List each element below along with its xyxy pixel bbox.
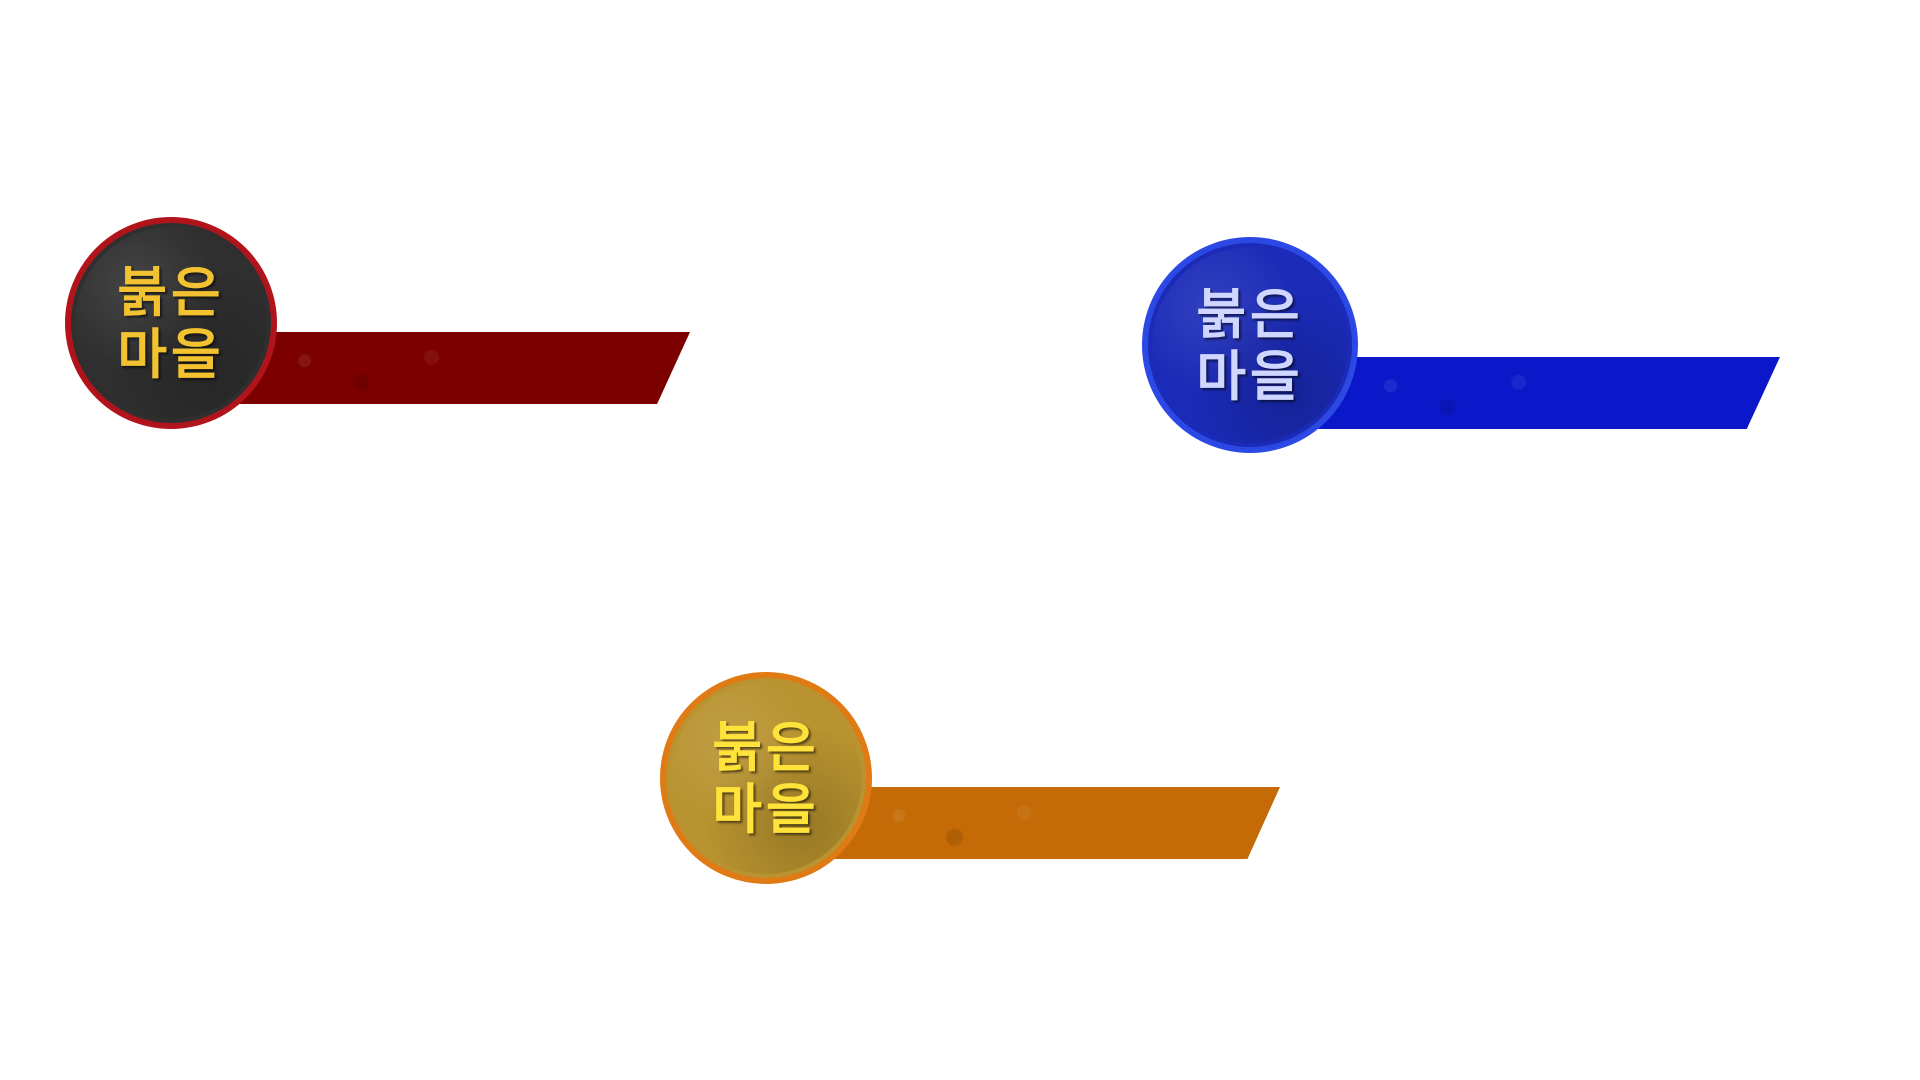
emblem-text-line1: 붉은 [117, 260, 225, 324]
emblem-text-line2: 마을 [117, 322, 225, 386]
emblem-text-line1: 붉은 [712, 715, 820, 779]
badge-gold: 붉은 마을 [655, 670, 1295, 890]
emblem-disc-gold: 붉은 마을 [660, 672, 872, 884]
emblem-text-line2: 마을 [1196, 344, 1304, 408]
ribbon-blue [1305, 357, 1780, 429]
badge-blue: 붉은 마을 [1140, 235, 1800, 465]
emblem-text-line1: 붉은 [1196, 282, 1304, 346]
ribbon-red [220, 332, 690, 404]
badge-dark-red: 붉은 마을 [60, 215, 700, 435]
emblem-disc-dark: 붉은 마을 [65, 217, 277, 429]
emblem-text-line2: 마을 [712, 777, 820, 841]
emblem-disc-blue: 붉은 마을 [1142, 237, 1358, 453]
ribbon-orange [815, 787, 1280, 859]
